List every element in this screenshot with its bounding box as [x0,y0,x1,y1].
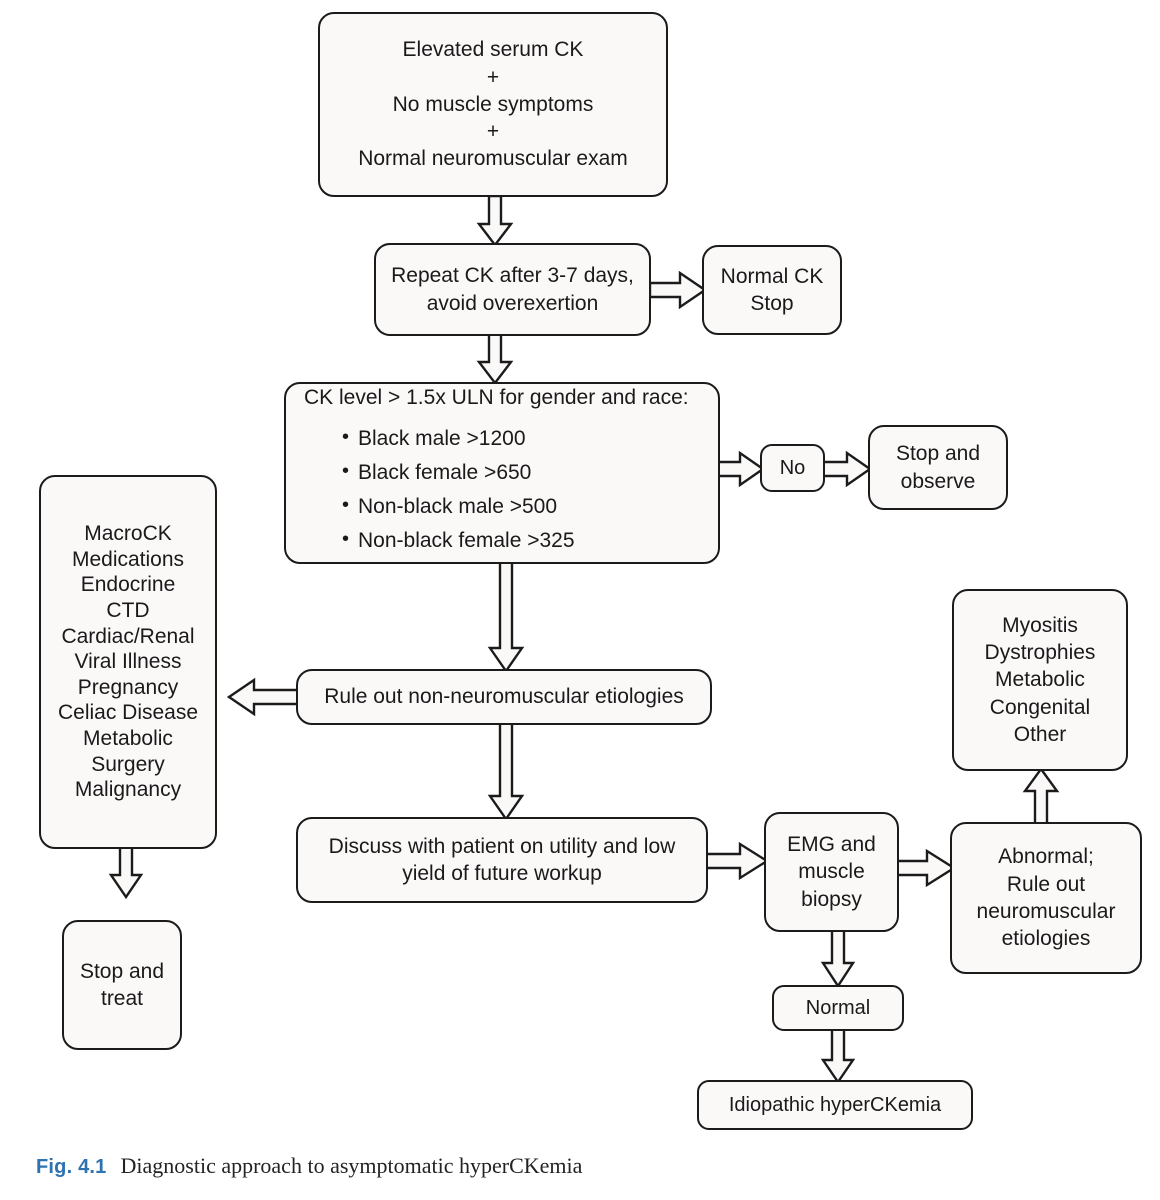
node-line: Surgery [91,752,165,776]
node-line: Celiac Disease [57,701,199,725]
node-line: Normal [805,997,871,1019]
node-line: Elevated serum CK [402,38,584,62]
node-normal-result[interactable]: Normal [772,985,904,1031]
node-repeat-ck[interactable]: Repeat CK after 3-7 days, avoid overexer… [374,243,651,336]
criteria-heading: CK level > 1.5x ULN for gender and race: [304,386,689,410]
node-emg-and-muscle-biopsy[interactable]: EMG and muscle biopsy [764,812,899,932]
figure-number: Fig. 4.1 [36,1156,107,1178]
node-line: + [486,120,500,144]
node-line: No [779,457,806,479]
node-line: + [486,65,500,89]
node-line: neuromuscular [976,900,1116,923]
node-line: Pregnancy [77,675,179,699]
node-line: CTD [106,598,150,622]
figure-caption: Fig. 4.1 Diagnostic approach to asymptoma… [36,1152,1126,1181]
arrow-criteria-to-no [716,450,766,488]
node-line: Stop and [895,442,981,466]
arrow-normal-to-idiopathic [820,1027,856,1085]
arrow-repeat-ck-to-criteria [476,332,514,385]
node-abnormal-rule-out-neuromuscular[interactable]: Abnormal; Rule out neuromuscular etiolog… [950,822,1142,974]
node-line: Idiopathic hyperCKemia [728,1094,942,1116]
node-line: biopsy [801,887,862,911]
node-line: MacroCK [84,522,172,546]
node-stop-and-observe[interactable]: Stop and observe [868,425,1008,510]
arrow-abnormal-to-diagnoses-list [1022,766,1060,827]
node-line: No muscle symptoms [392,92,594,116]
node-line: Malignancy [74,778,182,802]
arrow-no-to-stop-observe [821,450,873,488]
node-line: Abnormal; [998,845,1094,869]
node-line: Rule out [1006,872,1086,896]
arrow-emg-to-normal [820,927,856,989]
node-line: yield of future workup [402,862,602,885]
node-line: Other [1013,722,1067,746]
arrow-rule-out-to-etiologies-list [226,677,301,717]
node-idiopathic-hyperckemia[interactable]: Idiopathic hyperCKemia [697,1080,973,1130]
arrow-repeat-ck-to-normal-ck-stop [648,270,708,310]
node-line: treat [100,987,144,1010]
node-stop-and-treat[interactable]: Stop and treat [62,920,182,1050]
node-line: Discuss with patient on utility and low [328,834,676,858]
node-line: Viral Illness [74,650,182,674]
node-line: Endocrine [80,573,176,597]
node-line: Rule out non-neuromuscular etiologies [324,685,684,709]
node-elevated-serum-ck[interactable]: Elevated serum CK + No muscle symptoms +… [318,12,668,197]
node-line: Normal CK [720,264,824,288]
node-ck-level-criteria[interactable]: CK level > 1.5x ULN for gender and race:… [284,382,720,564]
node-rule-out-non-neuromuscular[interactable]: Rule out non-neuromuscular etiologies [296,669,712,725]
node-line: EMG and [787,833,876,857]
criteria-bullet: Black female >650 [342,458,575,486]
node-non-neuromuscular-etiologies-list[interactable]: MacroCK Medications Endocrine CTD Cardia… [39,475,217,849]
node-line: etiologies [1001,927,1091,951]
figure-caption-text: Diagnostic approach to asymptomatic hype… [120,1153,583,1178]
arrow-start-to-repeat-ck [476,194,514,247]
arrow-emg-to-abnormal [895,848,957,888]
node-normal-ck-stop[interactable]: Normal CK Stop [702,245,842,335]
node-no-decision[interactable]: No [760,444,825,492]
criteria-bullet-list: Black male >1200 Black female >650 Non-b… [304,418,575,562]
criteria-bullet: Black male >1200 [342,424,575,452]
node-line: muscle [798,860,865,884]
node-line: Stop [750,292,794,315]
criteria-bullet: Non-black male >500 [342,492,575,520]
arrow-criteria-to-rule-out [487,560,525,674]
node-line: Cardiac/Renal [61,624,195,648]
node-line: observe [900,469,976,493]
node-line: Stop and [79,959,165,983]
node-discuss-with-patient[interactable]: Discuss with patient on utility and low … [296,817,708,903]
node-line: Metabolic [83,727,173,751]
node-line: Congenital [989,695,1091,719]
node-line: avoid overexertion [426,291,599,315]
node-line: Myositis [1002,613,1078,637]
node-line: Dystrophies [984,641,1096,665]
node-neuromuscular-diagnoses-list[interactable]: Myositis Dystrophies Metabolic Congenita… [952,589,1128,771]
node-line: Repeat CK after 3-7 days, [391,264,634,288]
node-line: Normal neuromuscular exam [358,147,628,171]
criteria-bullet: Non-black female >325 [342,526,575,554]
node-line: Metabolic [995,668,1085,692]
arrow-rule-out-to-discuss [487,720,525,822]
arrow-etiologies-list-to-stop-treat [108,844,144,900]
arrow-discuss-to-emg [704,841,770,881]
node-line: Medications [71,547,185,571]
